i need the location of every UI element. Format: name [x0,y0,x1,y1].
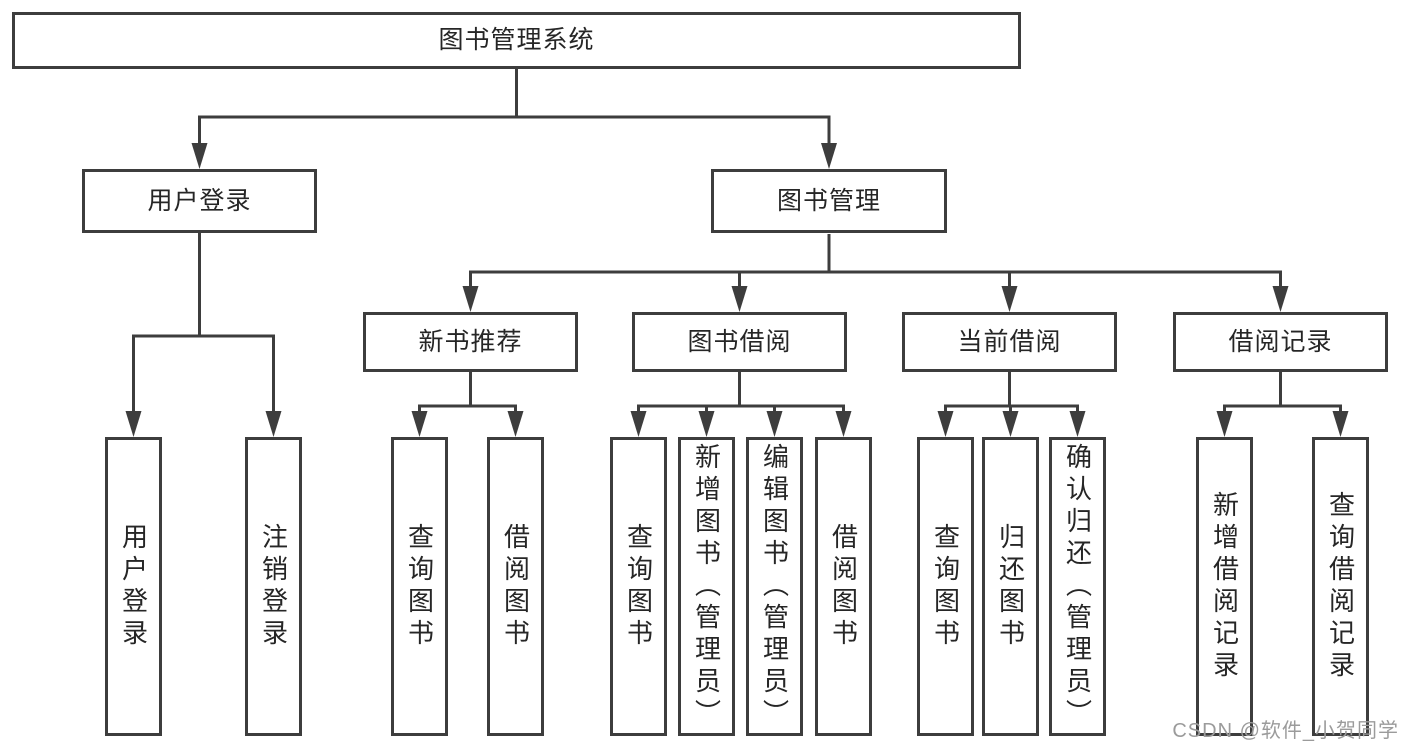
leaf-borrow-books-recommend: 借阅图书 [487,437,544,736]
leaf-borrow-books: 借阅图书 [815,437,872,736]
leaf-query-books-current: 查询图书 [917,437,974,736]
node-user-login: 用户登录 [82,169,317,233]
leaf-user-login: 用户登录 [105,437,162,736]
node-new-book-recommend: 新书推荐 [363,312,578,372]
leaf-confirm-return-admin: 确认归还（管理员） [1049,437,1106,736]
node-library-management-system: 图书管理系统 [12,12,1021,69]
node-book-management: 图书管理 [711,169,947,233]
leaf-edit-book-admin: 编辑图书（管理员） [746,437,803,736]
node-borrow-records: 借阅记录 [1173,312,1388,372]
leaf-query-books-recommend: 查询图书 [391,437,448,736]
leaf-logout: 注销登录 [245,437,302,736]
csdn-watermark: CSDN @软件_小贺同学 [1172,720,1399,742]
node-current-borrow: 当前借阅 [902,312,1117,372]
leaf-add-borrow-record: 新增借阅记录 [1196,437,1253,736]
leaf-query-books-borrow: 查询图书 [610,437,667,736]
node-book-borrow: 图书借阅 [632,312,847,372]
leaf-return-books: 归还图书 [982,437,1039,736]
leaf-add-book-admin: 新增图书（管理员） [678,437,735,736]
leaf-query-borrow-record: 查询借阅记录 [1312,437,1369,736]
